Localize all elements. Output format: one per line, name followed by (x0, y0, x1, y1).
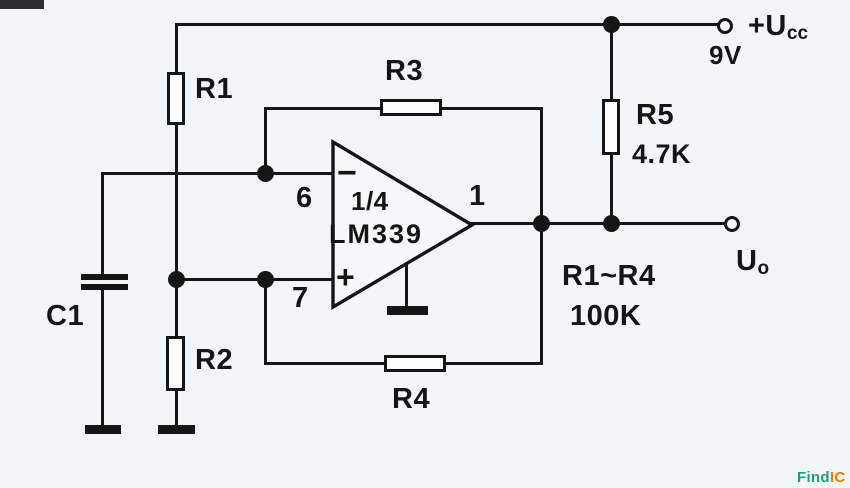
inverting-sign: − (337, 154, 357, 192)
label-output-main: U (736, 245, 758, 277)
label-r1: R1 (195, 73, 234, 105)
wire-r4-left-riser (264, 279, 267, 365)
opamp-fraction-label: 1/4 (351, 186, 389, 216)
wire-opamp-ground-stem (405, 262, 408, 308)
label-r5: R5 (636, 99, 675, 131)
pin-label-noninverting: 7 (292, 282, 309, 314)
label-supply-sub: cc (786, 23, 809, 44)
pin-label-output: 1 (469, 180, 486, 212)
junction-dot (603, 215, 620, 232)
wire-top-supply-rail (177, 23, 718, 26)
opamp-triangle (331, 139, 476, 310)
label-r2: R2 (195, 344, 234, 376)
ground-symbol-opamp (387, 306, 428, 315)
wire-output (468, 222, 725, 225)
resistor-r1-body (167, 72, 185, 125)
label-supply-value: 9V (709, 40, 742, 70)
label-c1: C1 (46, 300, 85, 332)
wire-r1-bottom-lead (175, 124, 178, 280)
junction-dot (257, 271, 274, 288)
label-resistor-note-2: 100K (570, 300, 642, 332)
label-output-sub: o (757, 258, 770, 279)
resistor-r4-body (384, 355, 446, 372)
resistor-r5-body (602, 99, 620, 155)
pin-label-inverting: 6 (296, 182, 313, 214)
ground-symbol-c1 (85, 425, 121, 434)
terminal-output (724, 216, 740, 232)
ground-symbol-r2 (158, 425, 195, 434)
wire-inverting-input (101, 172, 334, 175)
corner-artifact (0, 0, 44, 9)
junction-dot (533, 215, 550, 232)
watermark-ic: IC (829, 469, 846, 486)
wire-r2-to-ground (175, 390, 178, 428)
junction-dot (168, 271, 185, 288)
label-resistor-note-1: R1~R4 (562, 260, 656, 292)
capacitor-c1-top-plate (81, 274, 128, 280)
label-supply-main: +U (748, 10, 787, 42)
wire-r1-top-lead (175, 23, 178, 74)
wire-r2-top-lead (175, 278, 178, 338)
junction-dot (257, 165, 274, 182)
label-r4: R4 (392, 383, 431, 415)
resistor-r3-body (380, 99, 442, 116)
watermark-logo: FindIC (797, 470, 845, 485)
wire-noninverting-input (175, 278, 335, 281)
label-r3: R3 (385, 55, 424, 87)
watermark-find: Find (797, 469, 830, 486)
wire-feedback-vertical (540, 107, 543, 365)
label-output: Uo (736, 245, 770, 279)
resistor-r2-body (166, 336, 185, 391)
wire-c1-riser (101, 172, 104, 276)
opamp-part-label: LM339 (329, 219, 424, 249)
junction-dot (603, 16, 620, 33)
terminal-supply (717, 18, 733, 34)
wire-r3-left-riser (264, 107, 267, 175)
wire-c1-to-ground (101, 290, 104, 428)
label-r5-value: 4.7K (632, 139, 692, 169)
capacitor-c1-bottom-plate (81, 284, 128, 290)
noninverting-sign: + (336, 259, 355, 295)
label-supply: +Ucc (748, 10, 809, 44)
